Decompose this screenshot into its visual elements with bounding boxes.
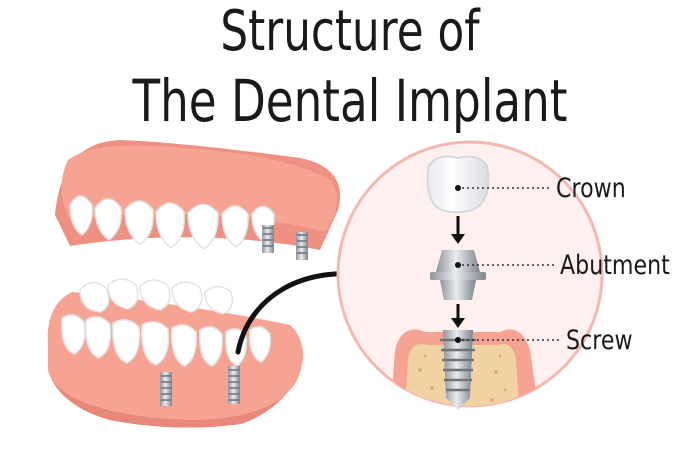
implant-detail-circle bbox=[336, 140, 604, 410]
crown-shape bbox=[426, 155, 490, 213]
lower-teeth bbox=[61, 314, 272, 367]
denture-model bbox=[47, 140, 341, 428]
screw-label: Screw bbox=[566, 325, 633, 356]
abutment-shape bbox=[430, 250, 486, 300]
title-line-1: Structure of bbox=[220, 0, 480, 64]
crown-label: Crown bbox=[556, 173, 626, 204]
lower-back-teeth bbox=[79, 278, 234, 315]
upper-implants bbox=[262, 225, 308, 260]
title-line-2: The Dental Implant bbox=[132, 67, 568, 135]
lower-implants bbox=[160, 366, 240, 406]
lower-gum-shadow bbox=[48, 370, 298, 428]
abutment-label: Abutment bbox=[560, 250, 670, 281]
upper-teeth bbox=[69, 195, 275, 250]
